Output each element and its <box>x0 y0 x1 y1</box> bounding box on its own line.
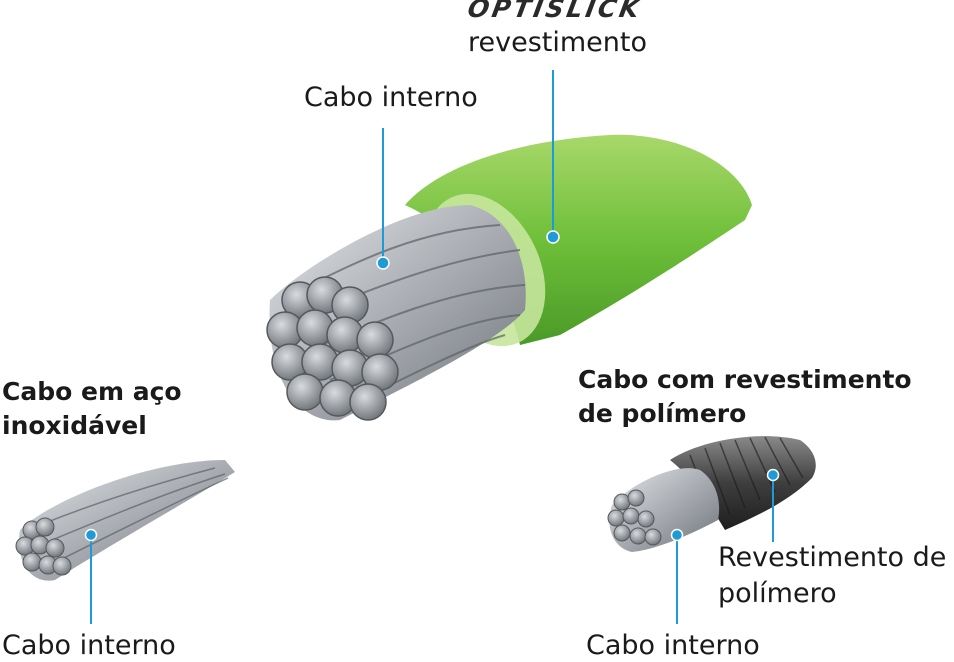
polymer-heading-line1: Cabo com revestimento <box>578 365 912 394</box>
polymer-inner-cable-label: Cabo interno <box>586 630 760 661</box>
stainless-strand-ends <box>15 517 72 576</box>
polymer-coating-callout-dot <box>766 468 780 482</box>
polymer-coating-label-line2: polímero <box>718 578 837 609</box>
optislick-cable-illustration <box>266 70 752 421</box>
optislick-coating-label: revestimento <box>468 27 647 58</box>
polymer-cable-illustration <box>607 436 816 624</box>
stainless-inner-cable-callout-dot <box>84 528 98 542</box>
optislick-green-coating <box>405 134 752 345</box>
polymer-dark-coating <box>670 436 816 530</box>
optislick-inner-cable-label: Cabo interno <box>304 82 478 113</box>
optislick-coating-callout-dot <box>546 230 560 244</box>
stainless-heading-line1: Cabo em aço <box>2 377 182 406</box>
polymer-strand-ends <box>607 489 662 546</box>
polymer-coating-ribs <box>689 436 804 521</box>
stainless-inner-cable-label: Cabo interno <box>2 630 176 661</box>
optislick-inner-cable-callout-dot <box>376 256 390 270</box>
polymer-coating-label-line1: Revestimento de <box>718 542 947 573</box>
optislick-strand-ends <box>266 276 399 421</box>
optislick-brand-logo: OPTISLICK <box>465 0 645 23</box>
stainless-heading-line2: inoxidável <box>2 411 147 440</box>
stainless-cable-illustration <box>15 460 235 624</box>
polymer-heading-line2: de polímero <box>578 399 747 428</box>
polymer-inner-cable-callout-dot <box>670 528 684 542</box>
stainless-strand-grooves <box>39 467 229 566</box>
stainless-strand-body <box>19 460 235 581</box>
